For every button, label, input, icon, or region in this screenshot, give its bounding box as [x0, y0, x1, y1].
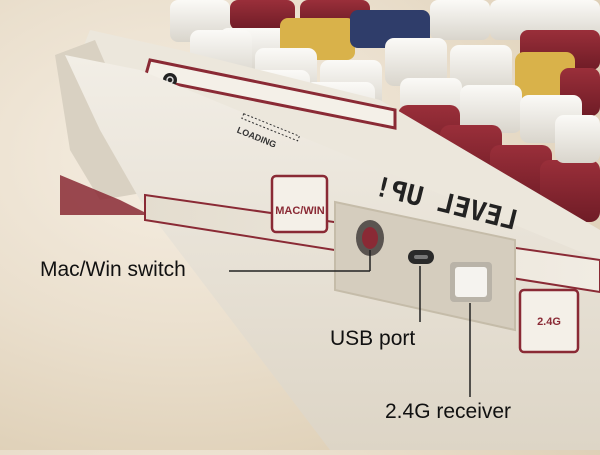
usb-port-label: USB port — [330, 327, 416, 350]
band-badge: 2.4G — [518, 288, 580, 354]
mac-win-badge: MAC/WIN — [270, 174, 329, 234]
usb-c-icon — [408, 250, 434, 264]
side-indicator-panel — [143, 58, 397, 130]
receiver-label: 2.4G receiver — [385, 400, 512, 423]
switch-icon — [356, 220, 384, 256]
svg-text:2.4G: 2.4G — [537, 316, 561, 328]
mac-win-switch-label: Mac/Win switch — [40, 258, 186, 281]
receiver-slot — [450, 262, 492, 302]
svg-text:MAC/WIN: MAC/WIN — [275, 205, 325, 217]
